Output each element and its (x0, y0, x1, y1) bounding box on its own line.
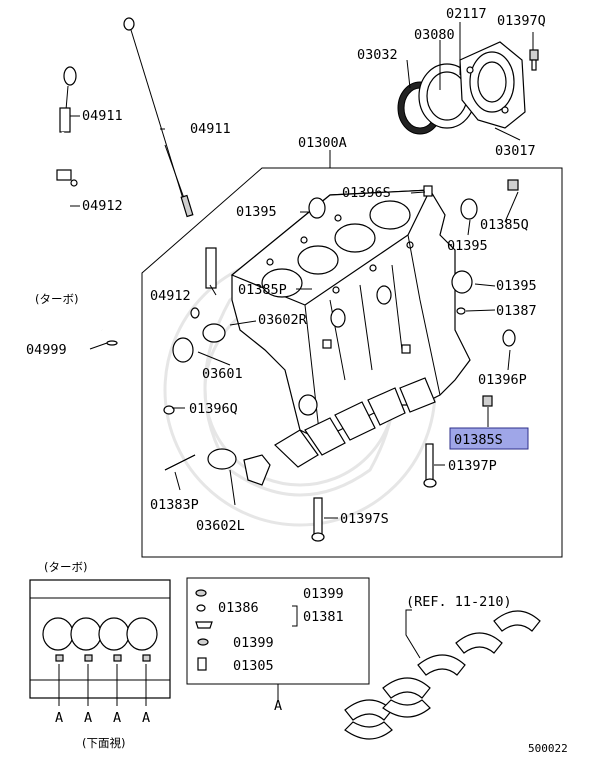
label-01386: 01386 (218, 600, 259, 616)
label-01385P: 01385P (238, 282, 287, 298)
label-01399-b: 01399 (233, 635, 274, 651)
label-03602L: 03602L (196, 518, 245, 534)
inner-small-parts (163, 179, 519, 542)
label-a-2: A (84, 710, 92, 726)
bolt-list-box (186, 577, 370, 700)
diagram-id: 500022 (528, 742, 568, 755)
label-01395-a: 01395 (236, 204, 277, 220)
label-01305: 01305 (233, 658, 274, 674)
label-01397Q: 01397Q (497, 13, 546, 29)
label-01397P: 01397P (448, 458, 497, 474)
bearing-shells (344, 609, 541, 740)
label-01396Q: 01396Q (189, 401, 238, 417)
label-03080: 03080 (414, 27, 455, 43)
label-turbo-bottom: (ターボ) (44, 560, 87, 574)
label-03601: 03601 (202, 366, 243, 382)
dipstick-left-part (56, 66, 118, 346)
label-01300A: 01300A (298, 135, 347, 151)
label-01397S: 01397S (340, 511, 389, 527)
label-04911-right: 04911 (190, 121, 231, 137)
label-turbo-top: (ターボ) (35, 292, 78, 306)
label-03032: 03032 (357, 47, 398, 63)
label-01385S[interactable]: 01385S (454, 432, 503, 448)
leader-lines (70, 22, 534, 519)
label-02117: 02117 (446, 6, 487, 22)
label-04911-left: 04911 (82, 108, 123, 124)
label-bottom-view: (下面視) (82, 736, 125, 750)
label-01396P: 01396P (478, 372, 527, 388)
part-labels: 02117 03080 01397Q 03032 03017 04911 049… (26, 6, 568, 755)
label-01399-a: 01399 (303, 586, 344, 602)
main-frame (141, 167, 563, 558)
label-01381: 01381 (303, 609, 344, 625)
label-04912-top: 04912 (82, 198, 123, 214)
main-bearing-caps (274, 377, 436, 468)
label-04999: 04999 (26, 342, 67, 358)
label-03602R: 03602R (258, 312, 308, 328)
label-01385Q: 01385Q (480, 217, 529, 233)
label-a-4: A (142, 710, 150, 726)
bottom-view-block (29, 579, 171, 706)
label-04912-bottom: 04912 (150, 288, 191, 304)
label-01383P: 01383P (150, 497, 199, 513)
label-ref: (REF. 11-210) (406, 594, 512, 610)
label-a-3: A (113, 710, 121, 726)
label-01395-c: 01395 (496, 278, 537, 294)
label-03017: 03017 (495, 143, 536, 159)
dipstick-right-part (123, 17, 194, 218)
label-01387: 01387 (496, 303, 537, 319)
label-a-bracket: A (274, 698, 282, 714)
rear-oil-seal-assembly (397, 41, 539, 135)
highlight-01385S[interactable] (449, 427, 529, 450)
label-a-1: A (55, 710, 63, 726)
label-01395-b: 01395 (447, 238, 488, 254)
label-01396S: 01396S (342, 185, 391, 201)
